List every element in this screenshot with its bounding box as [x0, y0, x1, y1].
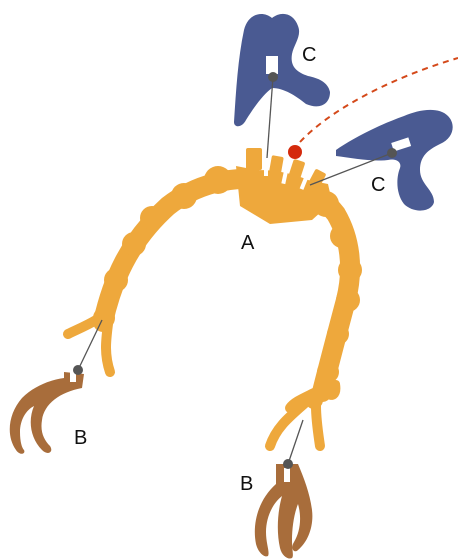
- segmented-body-a: [68, 148, 362, 446]
- body-joint: [317, 361, 339, 383]
- body-joint: [336, 288, 360, 312]
- body-joint: [327, 323, 349, 345]
- body-joint: [204, 166, 232, 194]
- label-c-right: C: [371, 174, 385, 196]
- left-claw: [68, 314, 112, 372]
- pivot-bottom-b: [283, 459, 293, 469]
- pivot-left-b: [73, 365, 83, 375]
- hub-tooth: [246, 148, 262, 170]
- connector-bottom-b: [288, 420, 303, 464]
- gripper-b-left: [10, 368, 84, 454]
- gripper-b-bottom-shape: [255, 464, 313, 559]
- body-joint: [330, 224, 354, 248]
- body-joint: [338, 258, 362, 282]
- attachment-c-right: [336, 110, 453, 211]
- attachment-c-right-shape: [336, 110, 453, 211]
- right-claw: [270, 384, 336, 446]
- attachment-c-top-shape: [234, 14, 330, 126]
- body-joint: [104, 268, 128, 292]
- label-a: A: [241, 232, 255, 254]
- red-marker-dot: [288, 145, 302, 159]
- label-b-bottom: B: [240, 473, 253, 495]
- pivot-top-c: [268, 72, 278, 82]
- gripper-b-bottom: [255, 464, 313, 559]
- label-c-top: C: [302, 44, 316, 66]
- gripper-b-left-shape: [10, 372, 84, 454]
- body-joint: [171, 183, 197, 209]
- label-b-left: B: [74, 427, 87, 449]
- body-joint: [140, 206, 164, 230]
- attachment-c-top: [234, 14, 330, 126]
- pivot-right-c: [387, 148, 397, 158]
- body-joint: [122, 232, 146, 256]
